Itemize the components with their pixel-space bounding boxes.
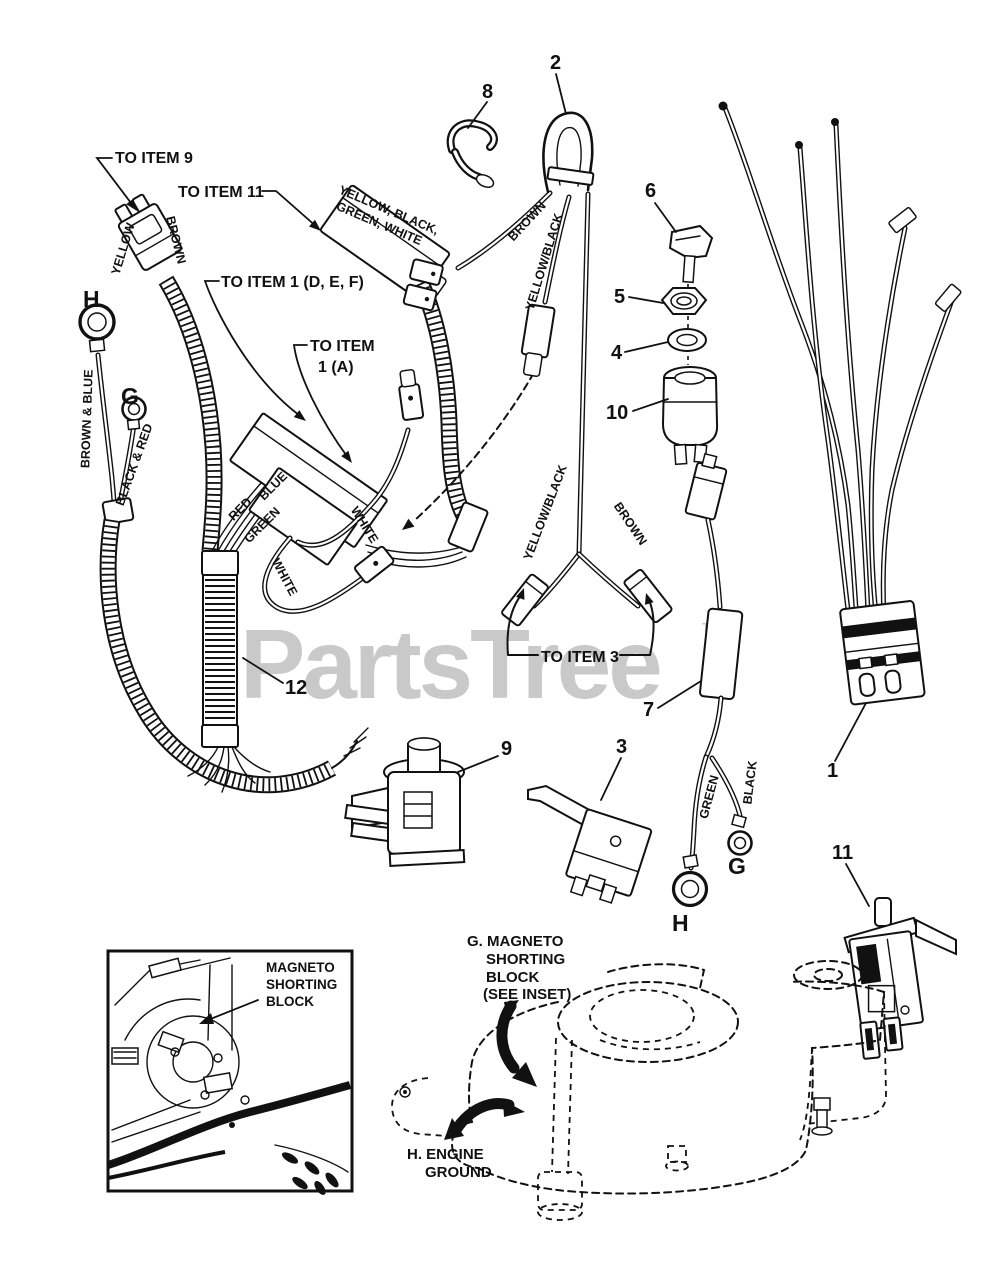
part-number-12: 12 [285,677,307,699]
h-pointer-arrow-icon [450,1098,515,1136]
spade-pair-icon [402,258,444,312]
legend-g-line3: BLOCK [486,969,539,986]
legend-g-line2: SHORTING [486,951,565,968]
inset-title-line1: MAGNETO [266,960,335,975]
item2-loop-harness [402,111,673,627]
inset-magneto-detail [106,949,354,1195]
part-number-9: 9 [501,738,512,760]
item7-lead-assembly [671,452,753,908]
ignition-switch-icon [661,366,719,466]
watermark: PartsTree TM [240,609,721,719]
wire-label-brown-blue: BROWN & BLUE [78,369,95,468]
part-number-8: 8 [482,81,493,103]
ground-letter-g-top: G [121,383,139,409]
ground-letter-g-bottom: G [728,853,746,879]
wire-label-yellow-black-lower: YELLOW/BLACK [521,463,570,562]
item11-switch [843,897,957,1060]
callout-leaders [95,73,870,907]
wire-label-white-lower: WHITE [269,556,300,598]
part-number-2: 2 [550,52,561,74]
item9-switch [344,737,466,867]
wire-label-black-lead: BLACK [740,760,759,805]
part-number-1: 1 [827,760,838,782]
harness-connector-multiwire [319,184,489,568]
spade-connector-icon [398,369,425,421]
part-number-10: 10 [606,402,628,424]
connector-icon [684,452,728,521]
spade-connector-icon [520,303,556,378]
callout-to-item-3: TO ITEM 3 [541,649,619,666]
to-item3-arrows [506,588,655,656]
watermark-text: PartsTree [240,609,660,719]
inset-title-line2: SHORTING [266,977,337,992]
part-number-7: 7 [643,699,654,721]
key-switch-stack [660,224,719,466]
multi-pin-connector-icon [839,600,926,706]
key-icon [668,224,714,284]
callout-to-item-11: TO ITEM 11 [178,184,264,201]
loop-terminal-icon [542,111,594,194]
callout-to-item-1-def: TO ITEM 1 (D, E, F) [221,274,364,291]
callout-to-item-1-a-line1: TO ITEM [310,338,375,355]
harness-connector-upper-left [114,193,223,552]
legend-g-line4: (SEE INSET) [483,986,571,1003]
ground-letter-h-top: H [83,286,100,312]
main-harness-arc [99,518,369,794]
white-wires [262,351,546,614]
washer-icon [667,328,707,352]
part-number-3: 3 [616,736,627,758]
wire-label-brown-upper: BROWN [505,199,548,244]
legend-g-line1: G. MAGNETO [467,933,564,950]
wrapped-harness-column [187,550,271,793]
ground-leads-upper-left [78,303,147,525]
ground-letter-h-bottom: H [672,910,689,936]
part-number-5: 5 [614,286,625,308]
legend-h-line2: GROUND [425,1164,492,1181]
item8-clip [446,119,498,189]
item3-switch [527,784,653,904]
part-number-4: 4 [611,342,623,364]
main-connector-bundle [718,101,962,706]
nut-icon [660,287,708,315]
callout-to-item-1-a-line2: 1 (A) [318,359,354,376]
engine-outline [391,960,887,1221]
part-number-6: 6 [645,180,656,202]
part-number-11: 11 [832,842,853,864]
callout-to-item-9: TO ITEM 9 [115,150,193,167]
legend-h-line1: H. ENGINE [407,1146,484,1163]
wire-label-brown-lower: BROWN [611,500,650,548]
inset-title-line3: BLOCK [266,994,314,1009]
spade-connector-icon [354,545,395,584]
